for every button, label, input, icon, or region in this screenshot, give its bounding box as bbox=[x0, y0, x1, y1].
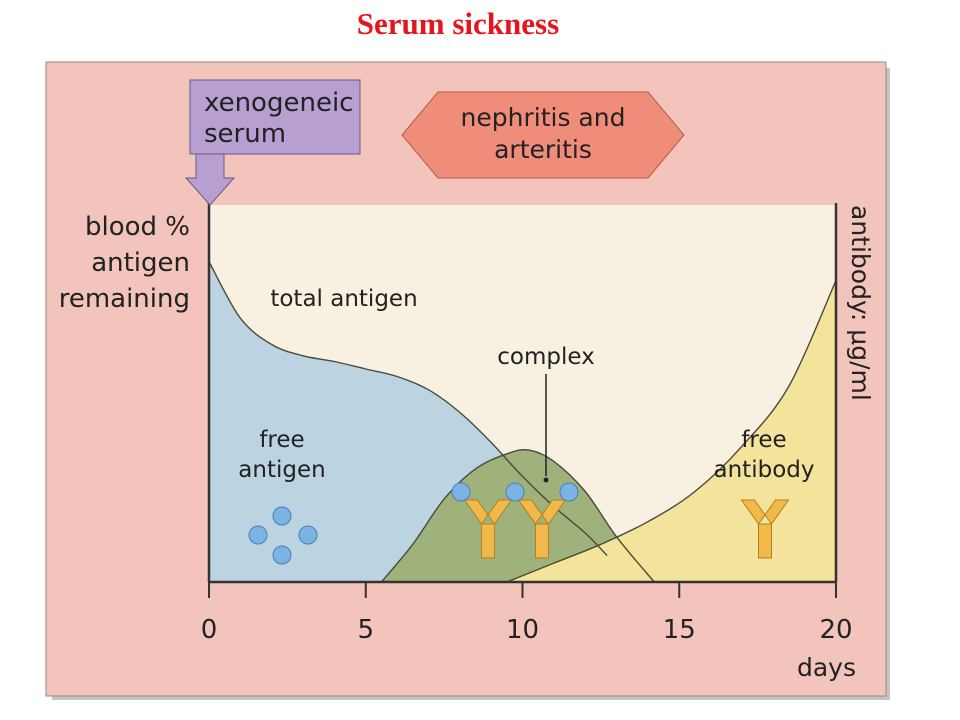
x-tick-label-0: 0 bbox=[201, 615, 218, 645]
free-antigen-dot-2 bbox=[248, 525, 268, 545]
disease-label-line-2: arteritis bbox=[494, 135, 592, 164]
complex-antibody-1 bbox=[463, 499, 513, 559]
y-label-right: antibody: µg/ml bbox=[846, 205, 875, 401]
free-antibody-shape bbox=[740, 499, 790, 559]
free-antibody-shape-shape bbox=[740, 499, 790, 559]
complex-antigen-dot-3 bbox=[559, 482, 579, 502]
area-complex bbox=[381, 449, 655, 582]
slide-title: Serum sickness bbox=[356, 6, 560, 41]
curve-free-antibody bbox=[506, 280, 837, 583]
complex-antibody-2-shape bbox=[517, 499, 567, 559]
x-tick-label-15: 15 bbox=[663, 615, 696, 645]
free-antigen-label-line-2: antigen bbox=[238, 457, 325, 483]
y-label-left-line-3: remaining bbox=[59, 284, 190, 314]
plot-area: 0 5 10 15 20 bbox=[201, 203, 853, 645]
free-antigen-dot-3 bbox=[298, 525, 318, 545]
x-axis-label: days bbox=[797, 653, 856, 682]
y-label-left-line-1: blood % bbox=[85, 212, 190, 242]
complex-antigen-dot-1 bbox=[451, 482, 471, 502]
injection-box bbox=[189, 79, 361, 155]
injection-label-line-2: serum bbox=[204, 119, 286, 149]
injection-arrow bbox=[184, 153, 236, 206]
complex-antibody-2 bbox=[517, 499, 567, 559]
disease-box bbox=[401, 91, 685, 179]
complex-label: complex bbox=[497, 344, 594, 370]
curve-complex bbox=[380, 448, 655, 583]
injection-callout: xenogeneic serum bbox=[184, 79, 361, 206]
free-antigen-label-line-1: free bbox=[259, 427, 304, 453]
y-label-left-line-2: antigen bbox=[91, 248, 190, 278]
free-antigen-dot-1 bbox=[272, 506, 292, 526]
disease-callout: nephritis and arteritis bbox=[401, 91, 685, 179]
complex-antigen-dot-2 bbox=[505, 482, 525, 502]
complex-antibody-1-shape bbox=[463, 499, 513, 559]
complex-pointer-dot bbox=[543, 477, 549, 483]
x-tick-label-5: 5 bbox=[357, 615, 374, 645]
x-tick-label-10: 10 bbox=[506, 615, 539, 645]
free-antibody-label-line-2: antibody bbox=[714, 457, 815, 483]
injection-label-line-1: xenogeneic bbox=[204, 88, 353, 118]
free-antibody-label-line-1: free bbox=[741, 427, 786, 453]
x-tick-label-20: 20 bbox=[819, 615, 852, 645]
free-antigen-dot-4 bbox=[272, 545, 292, 565]
disease-label-line-1: nephritis and bbox=[461, 103, 626, 132]
total-antigen-label: total antigen bbox=[270, 286, 417, 312]
